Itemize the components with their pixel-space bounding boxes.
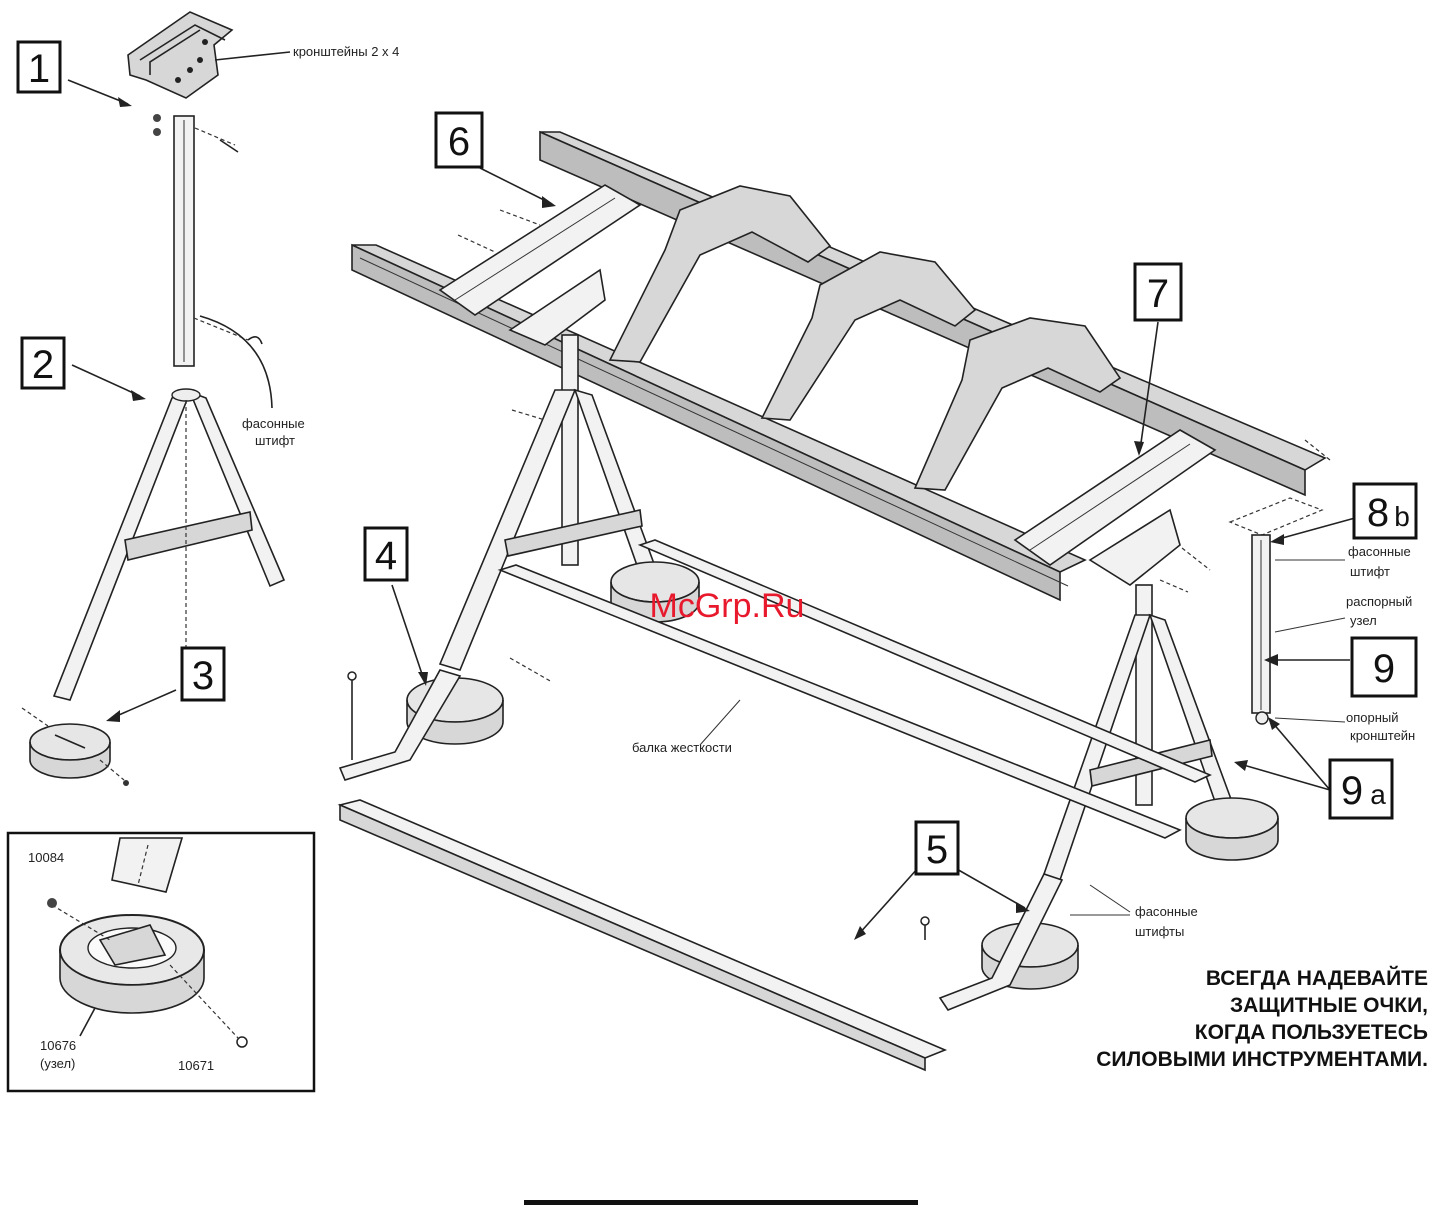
label-spacer-b: узел (1350, 613, 1377, 628)
svg-text:ВСЕГДА НАДЕВАЙТЕ: ВСЕГДА НАДЕВАЙТЕ (1206, 966, 1428, 990)
svg-text:3: 3 (192, 654, 214, 698)
label-support-bracket-a: опорный (1346, 710, 1399, 725)
exploded-stand (22, 12, 290, 786)
label-spacer-a: распорный (1346, 594, 1412, 609)
callout-3: 3 (182, 648, 224, 700)
safety-warning: ВСЕГДА НАДЕВАЙТЕ ЗАЩИТНЫЕ ОЧКИ, КОГДА ПО… (1096, 966, 1428, 1071)
left-stand (340, 390, 699, 780)
svg-text:b: b (1394, 501, 1410, 532)
inset-part-10671: 10671 (178, 1058, 214, 1073)
svg-text:ЗАЩИТНЫЕ ОЧКИ,: ЗАЩИТНЫЕ ОЧКИ, (1230, 994, 1428, 1017)
inset-part-10676: 10676 (40, 1038, 76, 1053)
callout-4: 4 (365, 528, 407, 580)
label-brackets: кронштейны 2 х 4 (293, 44, 399, 59)
callout-1: 1 (18, 42, 60, 92)
callout-8b: 8 b (1354, 484, 1416, 538)
svg-text:СИЛОВЫМИ ИНСТРУМЕНТАМИ.: СИЛОВЫМИ ИНСТРУМЕНТАМИ. (1096, 1048, 1428, 1071)
label-support-bracket-b: кронштейн (1350, 728, 1415, 743)
svg-text:a: a (1370, 779, 1386, 810)
label-shaped-pins-1a: фасонные (242, 416, 305, 431)
svg-text:1: 1 (28, 47, 50, 91)
callout-9a: 9 a (1330, 760, 1392, 818)
svg-text:9: 9 (1373, 647, 1395, 691)
bracket-part (128, 12, 232, 98)
label-shaped-pins-2a: фасонные (1348, 544, 1411, 559)
label-stiffener-beam: балка жесткости (632, 740, 732, 755)
callout-9: 9 (1352, 638, 1416, 696)
svg-text:КОГДА ПОЛЬЗУЕТЕСЬ: КОГДА ПОЛЬЗУЕТЕСЬ (1195, 1021, 1428, 1044)
watermark: McGrp.Ru (650, 587, 805, 625)
callout-2: 2 (22, 338, 64, 388)
inset-part-10084: 10084 (28, 850, 64, 865)
svg-text:7: 7 (1147, 272, 1169, 316)
label-shaped-pins-1b: штифт (255, 433, 295, 448)
label-shaped-pins-3b: штифты (1135, 924, 1184, 939)
callout-7: 7 (1135, 264, 1181, 320)
svg-text:4: 4 (375, 534, 397, 578)
callout-6: 6 (436, 113, 482, 167)
label-shaped-pins-3a: фасонные (1135, 904, 1198, 919)
a-frame-part (54, 389, 284, 700)
bunk-supports (610, 186, 1120, 490)
svg-text:9: 9 (1341, 769, 1363, 813)
callout-5: 5 (916, 822, 958, 874)
label-shaped-pins-2b: штифт (1350, 564, 1390, 579)
svg-text:5: 5 (926, 828, 948, 872)
svg-text:2: 2 (32, 343, 54, 387)
svg-text:6: 6 (448, 120, 470, 164)
bottom-rule (524, 1200, 918, 1205)
svg-text:8: 8 (1367, 491, 1389, 535)
inset-part-note: (узел) (40, 1056, 75, 1071)
